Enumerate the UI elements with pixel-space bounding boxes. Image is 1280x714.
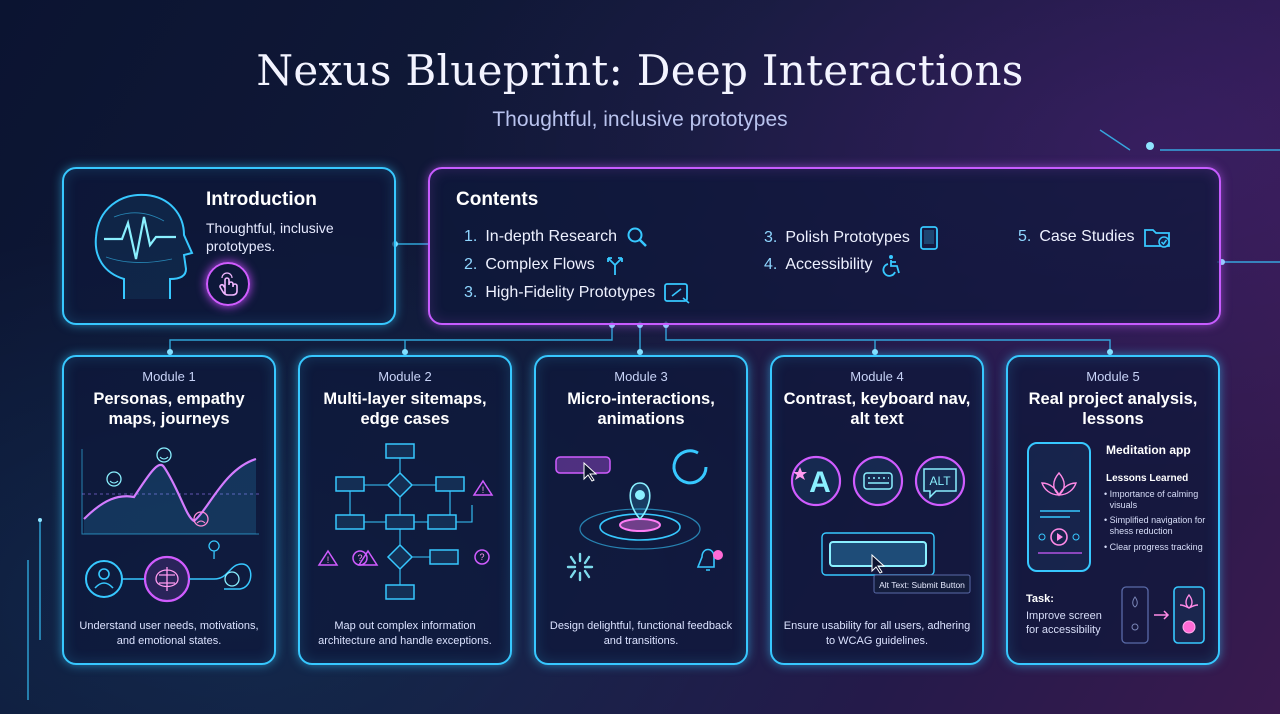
contents-item-case-studies[interactable]: 5. Case Studies (1018, 225, 1173, 249)
lesson-item: • Simplified navigation for shess reduct… (1104, 515, 1206, 536)
contrast-letter: A (809, 466, 831, 499)
module-3-card[interactable]: Module 3 Micro-interactions, animations … (534, 355, 748, 665)
lesson-item: • Importance of calming visuals (1104, 489, 1199, 510)
page-subtitle: Thoughtful, inclusive prototypes (492, 108, 788, 131)
touch-button[interactable] (206, 262, 250, 306)
lessons-heading: Lessons Learned (1106, 473, 1189, 484)
module-description: Map out complex information architecture… (318, 620, 492, 647)
contents-panel: Contents 1. In-depth Research 2. Complex… (428, 167, 1221, 325)
contents-item-flows[interactable]: 2. Complex Flows (464, 253, 627, 277)
module-label: Module 4 (850, 369, 904, 384)
svg-text:!: ! (482, 485, 485, 495)
module-label: Module 3 (614, 369, 668, 384)
before-after-screens (1121, 586, 1205, 644)
module-5-card[interactable]: Module 5 Real project analysis, lessons … (1006, 355, 1220, 665)
head-pulse-icon (94, 193, 194, 299)
split-arrows-icon (606, 257, 623, 275)
contents-item-accessibility[interactable]: 4. Accessibility (764, 253, 904, 277)
contents-heading: Contents (456, 189, 539, 210)
task-text: Improve screen for accessibility (1026, 610, 1102, 636)
touch-icon (219, 272, 238, 296)
module-1-card[interactable]: Module 1 Personas, empathy maps, journey… (62, 355, 276, 665)
folder-check-icon (1143, 229, 1170, 248)
contents-item-label: Complex Flows (485, 256, 595, 273)
app-name: Meditation app (1106, 443, 1191, 457)
introduction-panel: Introduction Thoughtful, inclusive proto… (62, 167, 396, 325)
intro-heading: Introduction (206, 189, 317, 210)
meditation-phone-illustration (1027, 442, 1091, 572)
module-2-card[interactable]: Module 2 Multi-layer sitemaps, edge case… (298, 355, 512, 665)
contents-item-label: Case Studies (1039, 228, 1135, 245)
task-heading: Task: (1026, 593, 1054, 605)
svg-text:!: ! (327, 555, 330, 565)
contents-item-hifi[interactable]: 3. High-Fidelity Prototypes (464, 281, 691, 305)
contents-item-polish[interactable]: 3. Polish Prototypes (764, 225, 940, 251)
contents-item-research[interactable]: 1. In-depth Research (464, 225, 649, 249)
module-title: Real project analysis, lessons (1028, 390, 1198, 428)
module-4-card[interactable]: Module 4 Contrast, keyboard nav, alt tex… (770, 355, 984, 665)
contents-item-label: High-Fidelity Prototypes (485, 284, 656, 301)
module-title: Contrast, keyboard nav, alt text (783, 390, 971, 428)
accessibility-illustration: A ALT Alt Text: Submit Button (790, 455, 971, 594)
tablet-pen-icon (664, 283, 690, 304)
contents-item-label: Accessibility (785, 256, 873, 273)
contents-item-label: Polish Prototypes (785, 229, 910, 246)
module-description: Design delightful, functional feedback a… (549, 620, 733, 647)
module-title: Personas, empathy maps, journeys (93, 390, 245, 428)
lesson-item: • Clear progress tracking (1104, 542, 1203, 552)
module-title: Multi-layer sitemaps, edge cases (323, 390, 487, 428)
alt-text-tooltip: Alt Text: Submit Button (879, 580, 965, 590)
page-title: Nexus Blueprint: Deep Interactions (256, 46, 1024, 95)
module-label: Module 5 (1086, 369, 1140, 384)
contents-item-label: In-depth Research (485, 228, 617, 245)
micro-interaction-illustration (555, 449, 723, 582)
module-title: Micro-interactions, animations (567, 390, 715, 428)
module-description: Ensure usability for all users, adhering… (783, 620, 971, 647)
intro-text: Thoughtful, inclusive prototypes. (206, 220, 334, 254)
module-label: Module 1 (142, 369, 196, 384)
tablet-icon (919, 226, 938, 250)
svg-text:?: ? (357, 553, 362, 563)
alt-badge: ALT (929, 474, 951, 488)
svg-text:?: ? (479, 552, 484, 562)
module-description: Understand user needs, motivations, and … (79, 620, 259, 647)
module-label: Module 2 (378, 369, 432, 384)
search-icon (627, 227, 647, 247)
journey-map-illustration (81, 447, 259, 603)
sitemap-illustration: ! ! ? ? (317, 443, 494, 600)
accessibility-icon (883, 255, 901, 277)
